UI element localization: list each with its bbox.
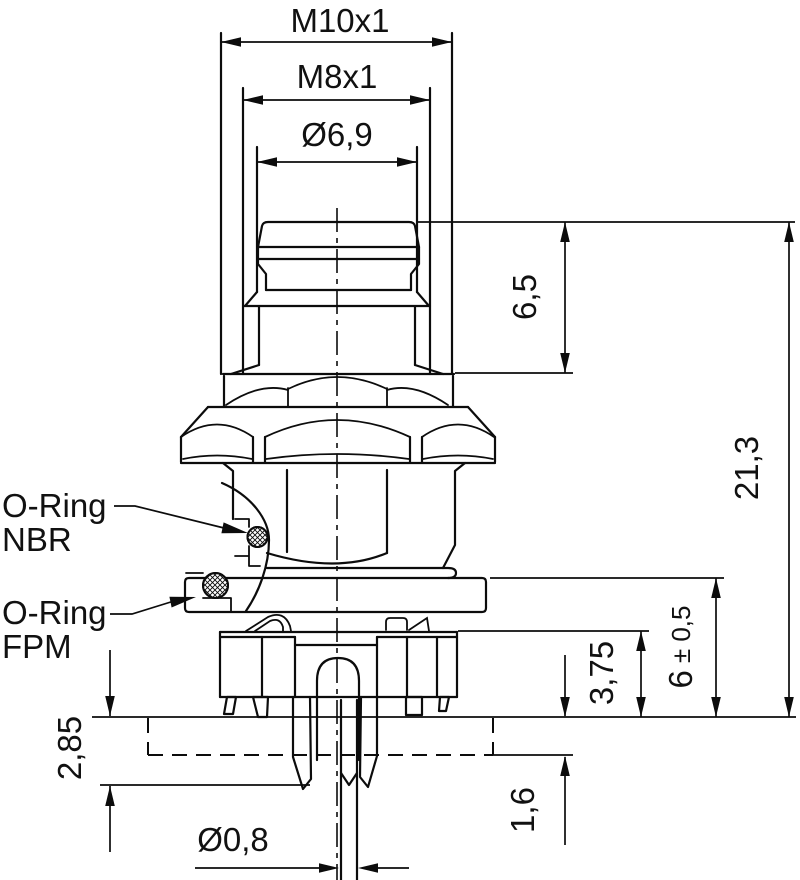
dimension-3-75: 3,75 xyxy=(458,630,649,717)
dimension-d6-9: Ø6,9 xyxy=(257,116,417,167)
hex-collar xyxy=(221,372,456,408)
dim-label-1-6: 1,6 xyxy=(504,787,541,833)
dimension-m10: M10x1 xyxy=(221,2,452,47)
contact-carrier-cap xyxy=(256,220,421,292)
dimension-d0-8: Ø0,8 xyxy=(195,821,409,873)
dim-label-d0-8: Ø0,8 xyxy=(197,821,269,858)
dim-label-d6-9: Ø6,9 xyxy=(301,116,373,153)
dim-label-6-tol: 6± 0,5 xyxy=(662,606,699,689)
upper-sleeve xyxy=(219,31,454,376)
dimension-6-tol: 6± 0,5 xyxy=(490,577,724,717)
connector-body xyxy=(183,461,488,614)
dim-label-6-5: 6,5 xyxy=(506,274,543,320)
callout-oring-fpm: O-Ring FPM xyxy=(2,594,196,665)
dim-label-m10x1: M10x1 xyxy=(290,2,389,39)
dim-label-2-85: 2,85 xyxy=(51,716,88,780)
dim-label-21-3: 21,3 xyxy=(728,436,765,500)
dimension-m8: M8x1 xyxy=(243,58,430,105)
oring-nbr-label-line2: NBR xyxy=(2,521,72,558)
o-ring-fpm-hatch xyxy=(202,572,229,599)
callout-oring-nbr: O-Ring NBR xyxy=(2,487,248,558)
cutaway-detail xyxy=(185,481,271,613)
dimension-1-6: 1,6 xyxy=(493,655,573,845)
hex-nut xyxy=(179,405,497,465)
dim-label-3-75: 3,75 xyxy=(583,641,620,705)
dimension-21-3: 21,3 xyxy=(728,222,794,717)
oring-fpm-label-line2: FPM xyxy=(2,628,72,665)
mounting-panel xyxy=(92,716,796,756)
dimension-6-5: 6,5 xyxy=(417,221,795,374)
oring-nbr-label-line1: O-Ring xyxy=(2,487,107,524)
contact-block xyxy=(218,614,459,880)
oring-fpm-label-line1: O-Ring xyxy=(2,594,107,631)
dim-label-m8x1: M8x1 xyxy=(297,58,378,95)
o-ring-nbr-hatch xyxy=(246,526,269,548)
dimension-2-85: 2,85 xyxy=(51,650,310,852)
